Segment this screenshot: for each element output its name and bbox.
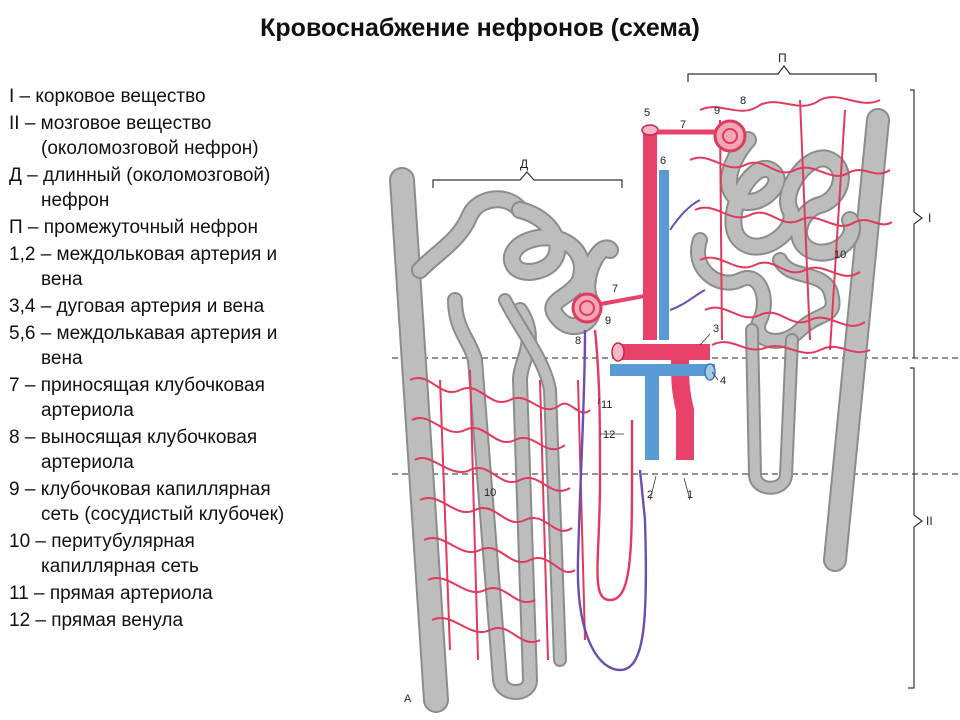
connecting-tubule-left-fill (413, 192, 527, 277)
label-10-left: 10 (484, 487, 496, 499)
peritubular-network-left (409, 369, 591, 661)
legend-item-long-nephron: Д – длинный (околомозговой) нефрон (9, 163, 389, 213)
legend-item-cortex: I – корковое вещество (9, 84, 389, 109)
label-3: 3 (713, 323, 719, 335)
legend-item-intermediate-nephron: П – промежуточный нефрон (9, 215, 389, 240)
legend-text-continued: нефрон (41, 190, 110, 211)
peritubular-network-right (689, 96, 893, 354)
legend-item-interlobular-artery-vein: 1,2 – междольковая артерия и вена (9, 242, 389, 292)
loop-of-henle-left-2-fill (500, 295, 565, 665)
legend-text: 3,4 – дуговая артерия и вена (9, 296, 265, 317)
convoluted-tubule-right-fill (722, 133, 859, 260)
legend-text: 1,2 – междольковая артерия и (9, 244, 278, 265)
legend-item-vasa-recta-arteriole: 11 – прямая артериола (9, 581, 389, 606)
convoluted-tubule-right-2-fill (692, 234, 839, 347)
nephron-blood-supply-diagram: Д П I II 5 6 7 9 8 10 7 9 8 3 4 11 12 2 … (389, 51, 958, 713)
legend-text: П – промежуточный нефрон (9, 217, 258, 238)
label-9-right: 9 (714, 105, 720, 117)
legend-text: 5,6 – междолькавая артерия и (9, 323, 278, 344)
page-title: Кровоснабжение нефронов (схема) (260, 14, 700, 42)
label-7-right: 7 (680, 119, 686, 131)
legend-text: II – мозговое вещество (9, 113, 212, 134)
label-corner-a: А (404, 693, 412, 705)
legend-text: 9 – клубочковая капиллярная (9, 479, 271, 500)
label-7-left: 7 (612, 283, 618, 295)
label-8-right: 8 (740, 95, 746, 107)
legend-item-medulla: II – мозговое вещество (околомозговой не… (9, 111, 389, 161)
loop-of-henle-right-fill (747, 325, 797, 493)
label-D: Д (520, 157, 528, 171)
label-8-left: 8 (575, 335, 581, 347)
legend-text: 11 – прямая артериола (9, 583, 213, 604)
legend-text-continued: капиллярная сеть (41, 556, 199, 577)
afferent-arteriole-left (600, 293, 651, 306)
legend-item-arcuate-artery-vein: 3,4 – дуговая артерия и вена (9, 294, 389, 319)
legend-item-afferent-arteriole: 7 – приносящая клубочковая артериола (9, 373, 389, 423)
collecting-duct-left-fill (391, 169, 447, 711)
label-5: 5 (644, 107, 650, 119)
legend-text: 8 – выносящая клубочковая (9, 427, 258, 448)
arcuate-vein-end (704, 363, 716, 381)
legend-text-continued: вена (41, 269, 83, 290)
label-6: 6 (660, 155, 666, 167)
vasa-recta-venule (576, 329, 648, 672)
label-P: П (778, 51, 787, 65)
legend-text: 7 – приносящая клубочковая (9, 375, 265, 396)
legend-text-continued: артериола (41, 400, 134, 421)
brace-intermediate-nephron (687, 65, 877, 82)
legend-text-continued: (околомозговой нефрон) (41, 138, 259, 159)
label-4: 4 (720, 375, 726, 387)
zone-I-bracket (910, 89, 923, 358)
interlobular-artery-top (641, 124, 659, 136)
legend-text-continued: сеть (сосудистый клубочек) (41, 504, 285, 525)
peritubular-venule-link (669, 199, 701, 231)
label-10-right: 10 (834, 249, 846, 261)
legend-item-vasa-recta-venule: 12 – прямая венула (9, 608, 389, 633)
legend: I – корковое вещество II – мозговое веще… (9, 84, 389, 633)
label-1: 1 (687, 489, 693, 501)
label-12: 12 (603, 429, 615, 441)
glomerulus-right (713, 119, 747, 153)
leader-lines (597, 333, 719, 501)
glomerulus-left-core (579, 300, 595, 316)
arcuate-artery-end (611, 342, 625, 362)
legend-item-peritubular-network: 10 – перитубулярная капиллярная сеть (9, 529, 389, 579)
glomerulus-right-core (722, 128, 738, 144)
legend-item-glomerulus: 9 – клубочковая капиллярная сеть (сосуди… (9, 477, 389, 527)
label-9-left: 9 (605, 315, 611, 327)
legend-text: 12 – прямая венула (9, 610, 184, 631)
legend-text-continued: артериола (41, 452, 134, 473)
collecting-duct-right-fill (825, 110, 888, 570)
peritubular-venule-link-2 (669, 289, 706, 311)
legend-text: I – корковое вещество (9, 86, 206, 107)
zone-II-bracket (908, 367, 923, 689)
arcuate-artery-down (671, 351, 694, 460)
label-zone-II: II (926, 514, 933, 528)
label-11: 11 (601, 399, 612, 411)
legend-item-efferent-arteriole: 8 – выносящая клубочковая артериола (9, 425, 389, 475)
label-zone-I: I (928, 211, 931, 225)
label-2: 2 (647, 489, 653, 501)
brace-long-nephron (432, 171, 623, 188)
legend-text-continued: вена (41, 348, 83, 369)
legend-item-interlobar-artery-vein: 5,6 – междолькавая артерия и вена (9, 321, 389, 371)
glomerulus-left (571, 292, 603, 324)
legend-text: Д – длинный (околомозговой) (9, 165, 271, 186)
legend-text: 10 – перитубулярная (9, 531, 195, 552)
